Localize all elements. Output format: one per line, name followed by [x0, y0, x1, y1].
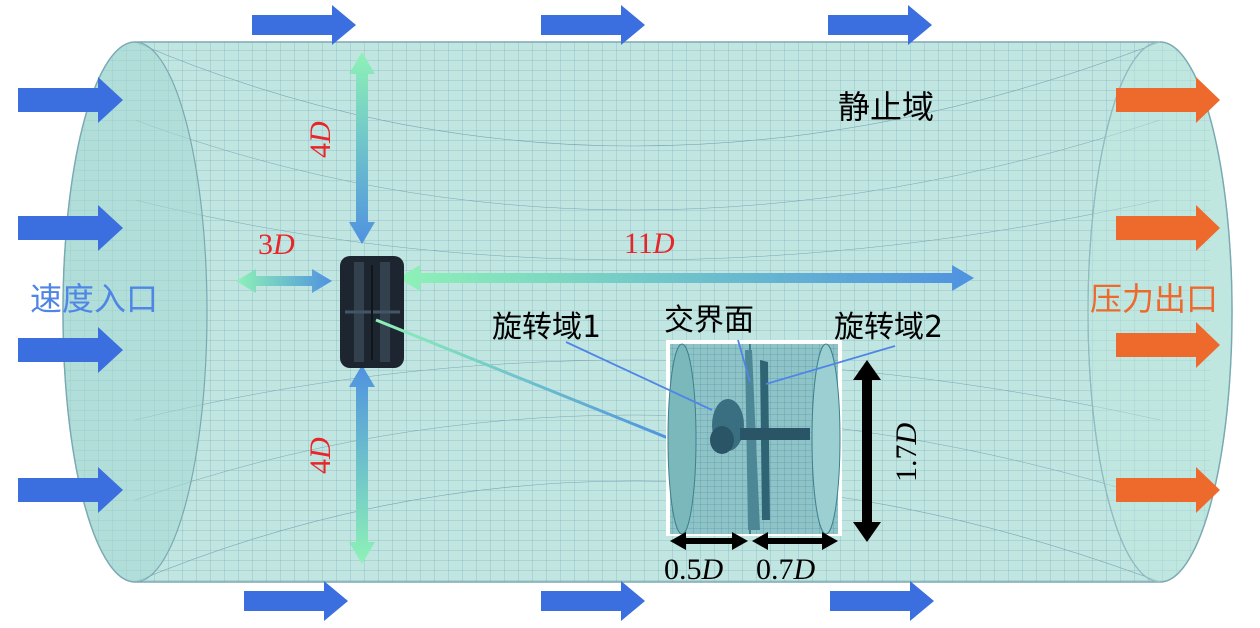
dimension-arrows [236, 52, 974, 564]
dimension-arrow-rotor [853, 360, 881, 542]
label-leaders [565, 339, 896, 411]
dimension-unit: D [793, 553, 816, 586]
zoom-leader-line [375, 318, 669, 440]
dimension-label-domain1: 0.5D [664, 553, 724, 586]
inflow-arrow-icon [541, 581, 645, 621]
static-domain-label: 静止域 [838, 88, 934, 126]
dimension-value: 0.7 [756, 553, 794, 586]
inflow-arrow-icon [18, 467, 123, 513]
dimension-arrow-upstream [236, 269, 332, 293]
dimension-arrow-domain2 [752, 532, 838, 550]
inflow-arrow-icon [830, 581, 934, 621]
rotating-domain-2-label: 旋转域2 [834, 310, 943, 345]
interface-label: 交界面 [664, 303, 754, 338]
dimension-value: 11 [624, 227, 653, 260]
dimension-value: 1.7 [890, 445, 923, 483]
outflow-arrow-icon [1116, 205, 1220, 251]
dimension-value: 4 [304, 143, 337, 158]
dimension-unit: D [701, 553, 724, 586]
rotating-domain-detail [666, 340, 842, 536]
outflow-arrow-icon [1116, 467, 1220, 513]
outflow-arrow-icon [1116, 322, 1220, 368]
inflow-arrow-icon [18, 77, 123, 123]
static-domain-cylinder [62, 41, 1233, 583]
inflow-arrow-icon [18, 205, 123, 251]
dimension-label-bottom: 4D [304, 437, 337, 474]
dimension-label-upstream: 3D [258, 228, 295, 261]
dimension-unit: D [890, 423, 923, 446]
pressure-outlet-label: 压力出口 [1090, 280, 1218, 318]
detail-dimension-arrows [670, 360, 881, 550]
dimension-label-downstream: 11D [624, 227, 675, 260]
inflow-arrow-icon [244, 581, 348, 621]
dimension-value: 0.5 [664, 553, 702, 586]
inflow-arrows [18, 5, 934, 621]
dimension-label-rotor: 1.7D [890, 423, 923, 483]
inflow-arrow-icon [828, 5, 932, 45]
dimension-arrow-bottom [349, 365, 375, 564]
rotating-domain-1-label: 旋转域1 [492, 310, 601, 345]
dimension-value: 3 [258, 228, 273, 261]
dimension-unit: D [304, 437, 337, 460]
dimension-arrow-top [349, 52, 375, 244]
dimension-unit: D [652, 227, 675, 260]
dimension-label-top: 4D [304, 121, 337, 158]
dimension-unit: D [272, 228, 295, 261]
velocity-inlet-label: 速度入口 [30, 280, 158, 318]
dimension-unit: D [304, 121, 337, 144]
turbine-model [340, 256, 404, 368]
dimension-arrow-downstream [398, 265, 974, 291]
dimension-label-domain2: 0.7D [756, 553, 816, 586]
inflow-arrow-icon [541, 5, 645, 45]
dimension-arrow-domain1 [670, 532, 748, 550]
outflow-arrows [1116, 77, 1220, 513]
outflow-arrow-icon [1116, 77, 1220, 123]
inflow-arrow-icon [18, 327, 123, 373]
inflow-arrow-icon [252, 5, 356, 45]
dimension-value: 4 [304, 459, 337, 474]
